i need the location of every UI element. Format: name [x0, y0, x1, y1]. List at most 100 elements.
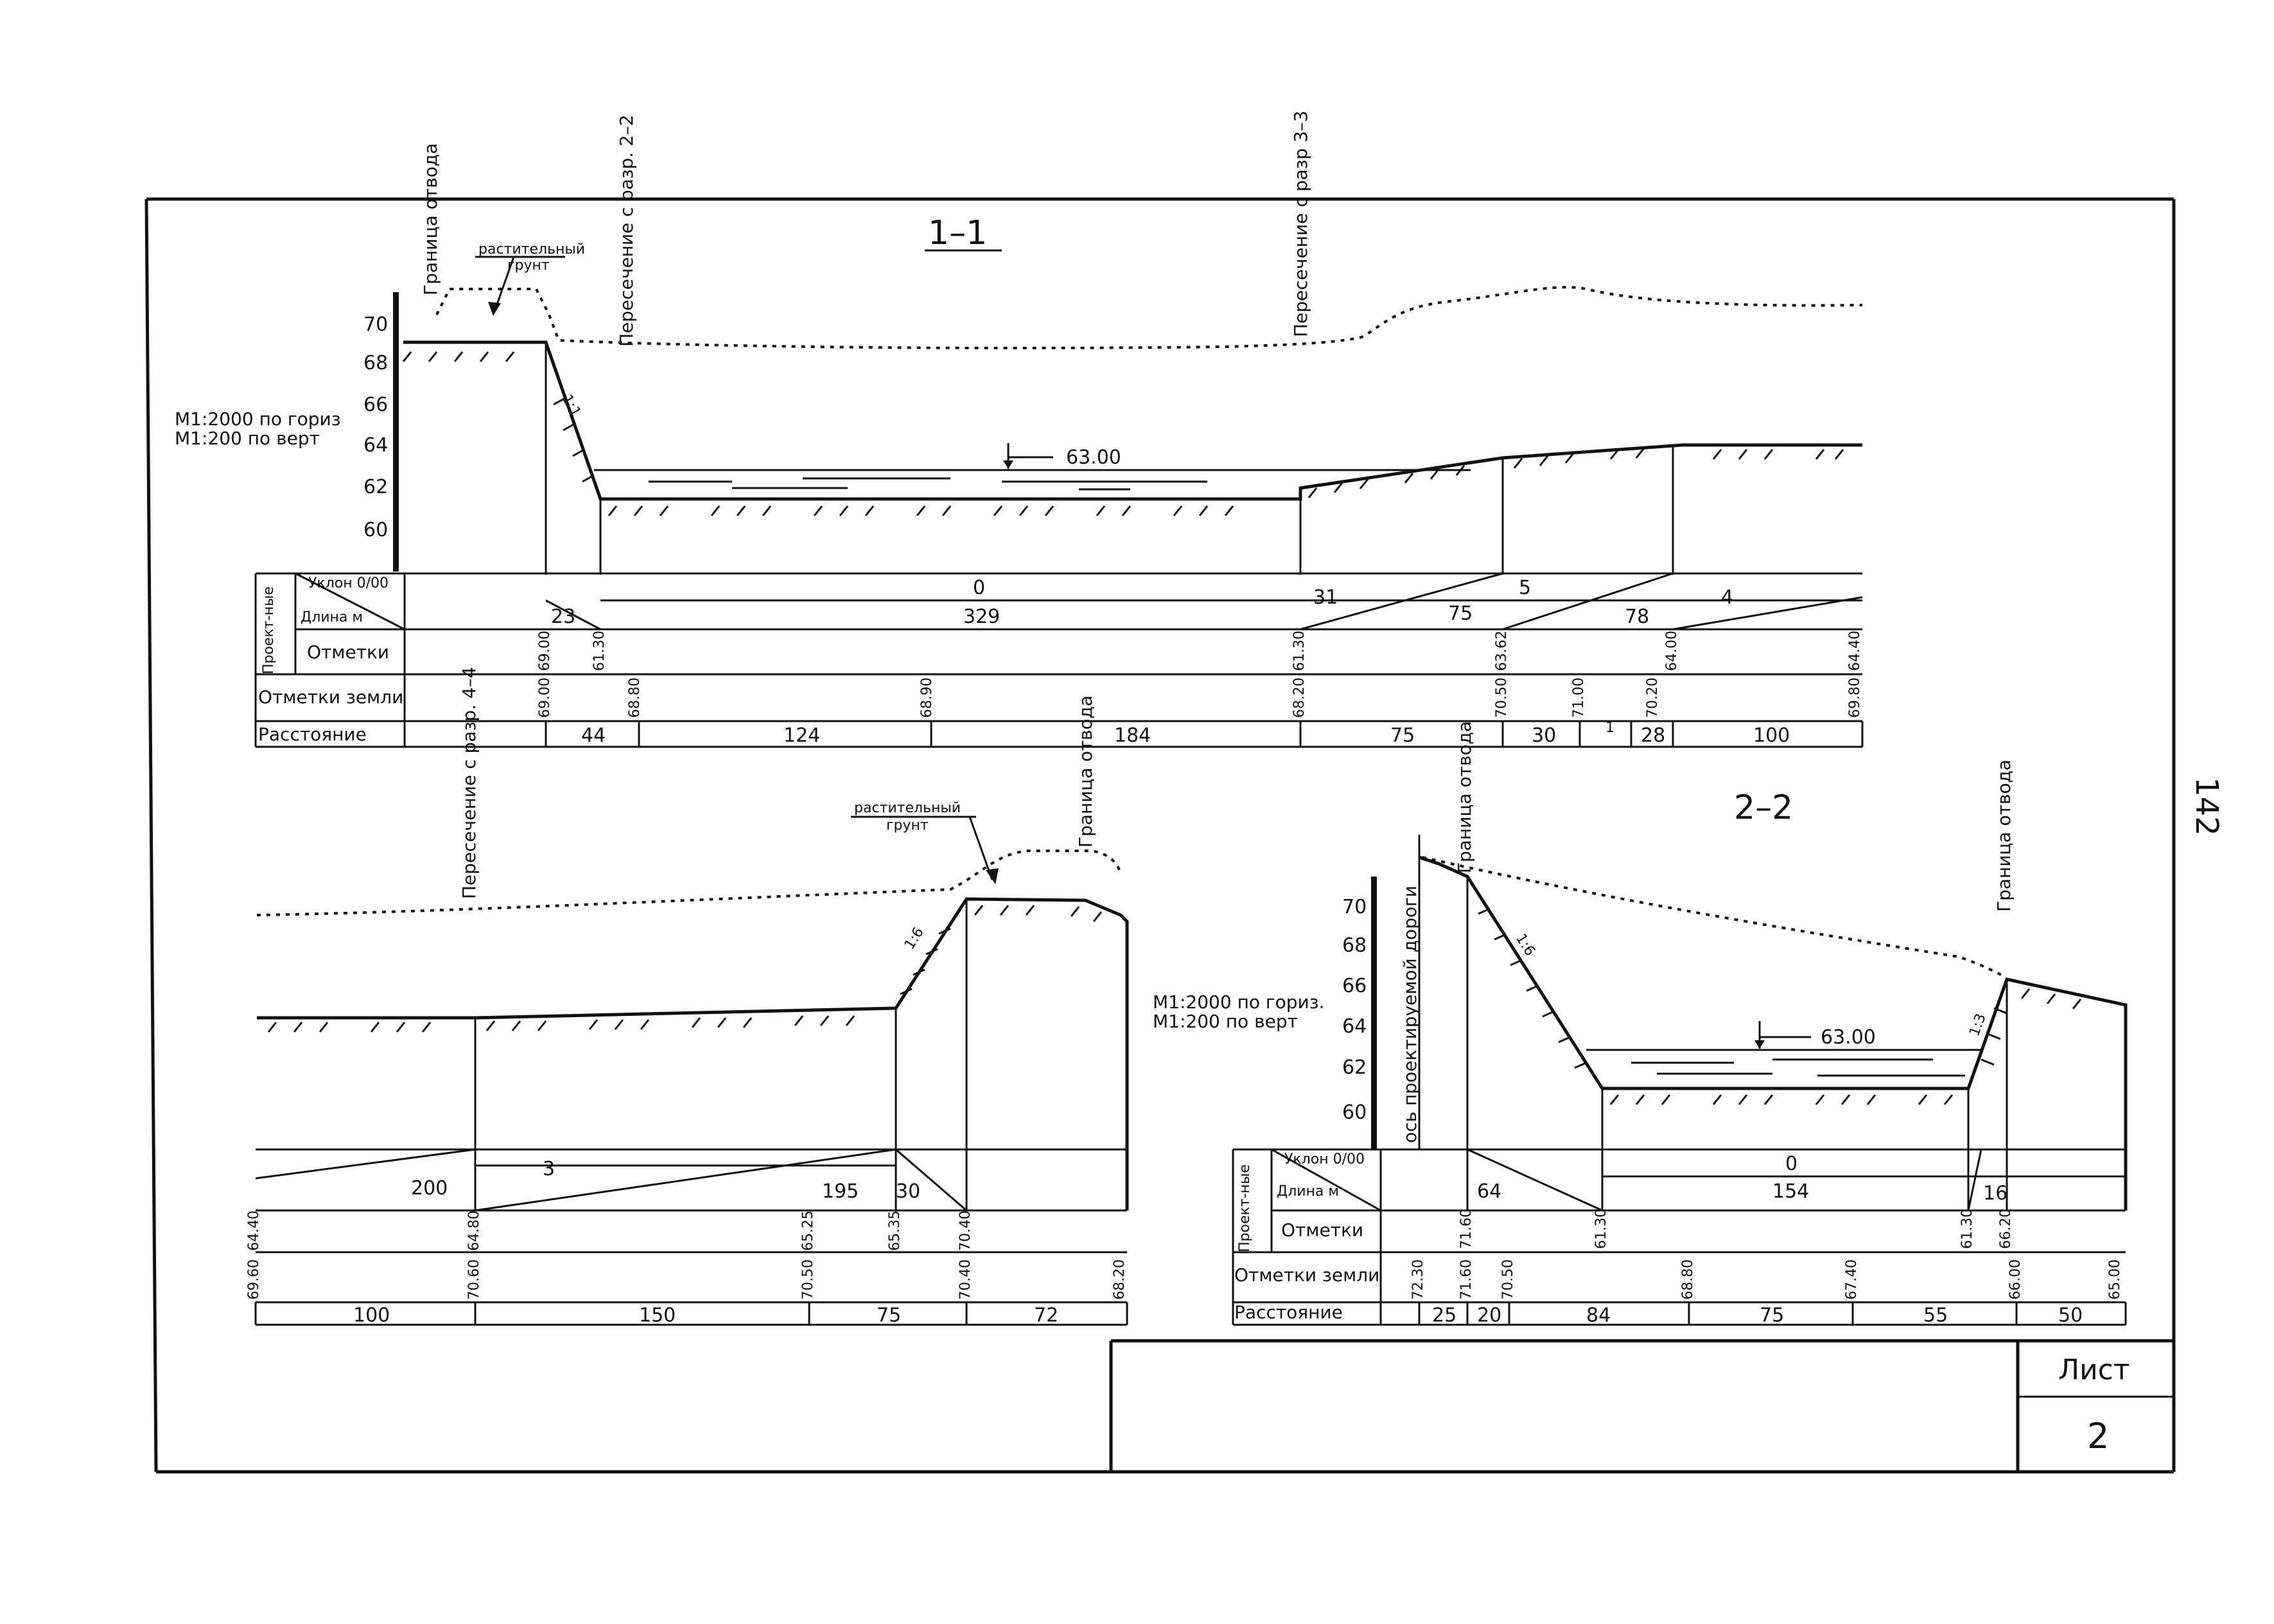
section-2-2: 2–2 М1:2000 по гориз. М1:200 по верт 70 …	[1153, 721, 2128, 1327]
design-mark: 64.40	[1847, 631, 1863, 671]
scale-label-68: 68	[363, 352, 388, 374]
length-value: 30	[896, 1180, 920, 1203]
distance-value: 150	[639, 1304, 676, 1327]
ground-hatching	[402, 351, 1844, 516]
design-mark: 65.25	[800, 1210, 816, 1251]
ground-mark: 68.20	[1291, 677, 1308, 718]
distance-value: 50	[2058, 1304, 2083, 1327]
length-value: 16	[1983, 1182, 2007, 1205]
slope-label: 1:1	[559, 392, 584, 420]
scale-vertical: М1:200 по верт	[1153, 1011, 1298, 1032]
distance-value: 75	[1390, 724, 1415, 747]
slope-value: 4	[1721, 586, 1733, 609]
design-mark: 61.30	[1959, 1209, 1975, 1249]
water-body: 63.00	[1586, 1021, 1981, 1077]
road-axis-label: ось проектируемой дороги	[1399, 886, 1421, 1143]
scale-horizontal: М1:2000 по гориз	[175, 408, 341, 430]
design-mark: 70.40	[958, 1210, 974, 1251]
row-label-length: Длина м	[1277, 1183, 1339, 1200]
water-body: 63.00	[594, 443, 1471, 491]
ground-mark: 70.60	[466, 1259, 482, 1300]
design-mark: 61.30	[1291, 631, 1308, 671]
row-label-distance: Расстояние	[1234, 1302, 1343, 1323]
length-value: 154	[1772, 1180, 1809, 1203]
scale-horizontal: М1:2000 по гориз.	[1153, 991, 1325, 1013]
row-label-design-group: Проект-ные	[261, 586, 277, 674]
data-table: 200 3 195 30 64.40 64.80 65.25 65.35 70.…	[246, 1148, 1128, 1327]
design-mark: 64.00	[1664, 631, 1680, 671]
design-mark: 65.35	[887, 1210, 903, 1251]
ground-mark: 71.00	[1571, 677, 1587, 718]
length-value: 195	[822, 1180, 859, 1203]
sheet-label: Лист	[2058, 1354, 2130, 1386]
scale-label-70: 70	[363, 313, 388, 336]
data-table: Уклон 0/00 Длина м Проект-ные Отметки От…	[1232, 1148, 2127, 1327]
length-value: 75	[1448, 602, 1473, 625]
slope-value: 5	[1519, 577, 1531, 599]
ground-mark: 72.30	[1410, 1259, 1426, 1300]
distance-value: 1	[1605, 720, 1614, 736]
boundary-label: Граница отвода	[1075, 695, 1096, 848]
distance-value: 124	[783, 724, 820, 747]
scale-label-62: 62	[1342, 1056, 1367, 1079]
design-mark: 64.80	[466, 1210, 482, 1251]
ground-mark: 66.00	[2007, 1259, 2024, 1300]
scale-label-64: 64	[1342, 1015, 1367, 1038]
scale-label-70: 70	[1342, 896, 1367, 918]
topsoil-label-line2: грунт	[886, 817, 929, 834]
scale-vertical: М1:200 по верт	[175, 428, 320, 449]
section-1-1: 1–1 М1:2000 по гориз М1:200 по верт 70 6…	[175, 110, 1864, 748]
ground-mark: 70.50	[1494, 677, 1510, 718]
ground-mark: 71.60	[1458, 1259, 1474, 1300]
boundary-label-right: Граница отвода	[1993, 760, 2015, 912]
scale-label-60: 60	[1342, 1101, 1367, 1124]
row-label-design-group: Проект-ные	[1237, 1164, 1253, 1252]
section-mid: Пересечение с разр. 4–4 Граница отвода р…	[246, 667, 1129, 1327]
distance-value: 100	[1753, 724, 1790, 747]
distance-value: 44	[581, 724, 606, 747]
scale-label-66: 66	[1342, 975, 1367, 997]
scale-label-66: 66	[363, 394, 388, 416]
distance-value: 72	[1034, 1304, 1058, 1327]
slope-value: 0	[1785, 1153, 1797, 1175]
vertical-scale-bar: 70 68 66 64 62 60	[363, 292, 399, 572]
row-label-distance: Расстояние	[258, 724, 367, 745]
slope-value: 3	[543, 1158, 555, 1180]
distance-value: 55	[1923, 1304, 1948, 1327]
crossing-4-4-label: Пересечение с разр. 4–4	[459, 667, 480, 899]
title-block: Лист 2	[1109, 1339, 2174, 1472]
row-label-design-marks: Отметки	[307, 642, 389, 663]
distance-value: 75	[877, 1304, 901, 1327]
row-label-length: Длина м	[301, 609, 363, 625]
ground-mark: 69.60	[246, 1259, 262, 1300]
scale-label-64: 64	[363, 434, 388, 457]
distance-value: 20	[1477, 1304, 1501, 1327]
data-table: Уклон 0/00 Длина м Проект-ные Отметки От…	[254, 572, 1864, 748]
design-mark: 63.62	[1494, 631, 1510, 671]
distance-value: 75	[1760, 1304, 1784, 1327]
row-label-slope: Уклон 0/00	[1284, 1151, 1365, 1167]
design-mark: 64.40	[246, 1210, 262, 1251]
length-value: 329	[963, 606, 1000, 628]
topsoil-label-line1: растительный	[478, 241, 585, 258]
length-value: 64	[1477, 1180, 1501, 1203]
ground-mark: 65.00	[2107, 1259, 2123, 1300]
row-label-design-marks: Отметки	[1281, 1219, 1363, 1241]
design-mark: 61.30	[591, 631, 608, 671]
section-title: 2–2	[1734, 789, 1793, 827]
row-label-ground-marks: Отметки земли	[258, 686, 403, 708]
distance-value: 100	[353, 1304, 390, 1327]
distance-value: 184	[1114, 724, 1151, 747]
ground-mark: 70.20	[1645, 677, 1661, 718]
design-mark: 66.20	[1998, 1209, 2014, 1249]
row-label-ground-marks: Отметки земли	[1234, 1264, 1379, 1286]
design-mark: 71.60	[1458, 1209, 1474, 1249]
design-mark: 61.30	[1593, 1209, 1609, 1249]
ground-hatching	[1478, 907, 2082, 1105]
slope-value: 0	[973, 577, 985, 599]
ground-mark: 70.50	[800, 1259, 816, 1300]
ground-hatching	[267, 905, 1103, 1033]
ground-mark: 68.80	[627, 677, 643, 718]
design-mark: 69.00	[537, 631, 553, 671]
boundary-label-left: Граница отвода	[1454, 721, 1475, 873]
